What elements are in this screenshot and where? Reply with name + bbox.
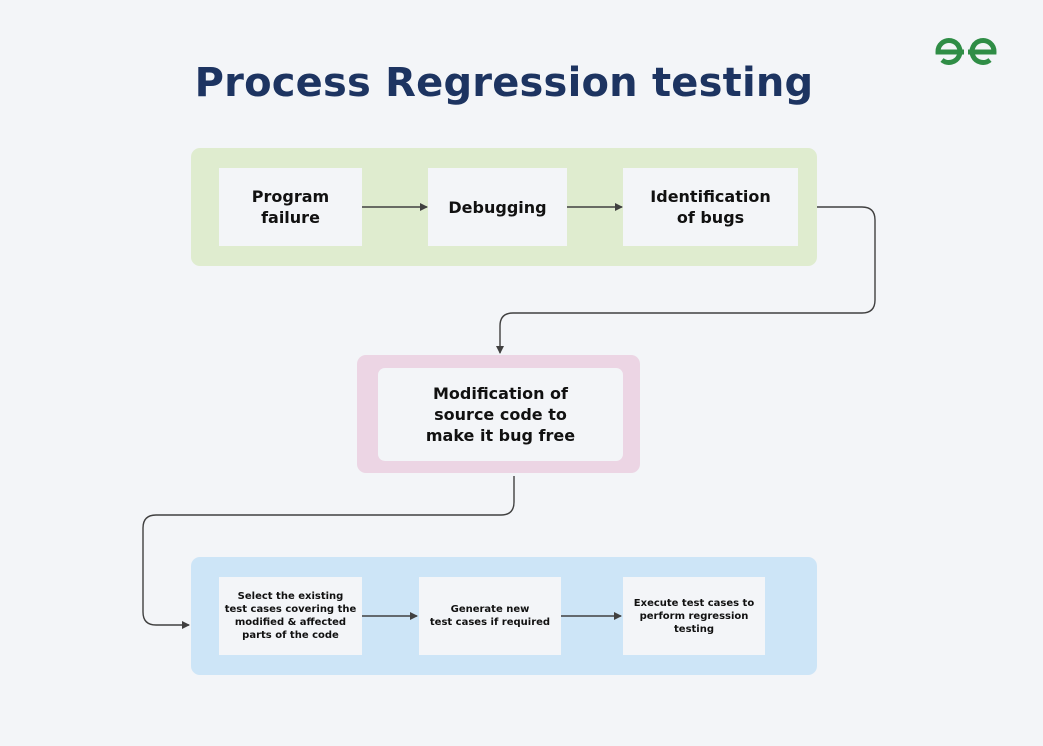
step-label: Generate new test cases if required xyxy=(429,604,551,628)
step-modification: Modification of source code to make it b… xyxy=(378,368,623,461)
step-label: Program failure xyxy=(251,187,330,227)
step-debugging: Debugging xyxy=(428,168,567,246)
step-generate-tests: Generate new test cases if required xyxy=(419,577,561,655)
step-identification-of-bugs: Identification of bugs xyxy=(623,168,798,246)
step-label: Execute test cases to perform regression… xyxy=(633,597,755,635)
step-label: Select the existing test cases covering … xyxy=(224,591,357,641)
step-program-failure: Program failure xyxy=(219,168,362,246)
step-label: Identification of bugs xyxy=(650,187,771,227)
diagram-title: Process Regression testing xyxy=(194,60,814,106)
gfg-logo-icon xyxy=(935,38,997,65)
step-execute-tests: Execute test cases to perform regression… xyxy=(623,577,765,655)
step-label: Debugging xyxy=(448,197,547,217)
step-label: Modification of source code to make it b… xyxy=(425,384,576,445)
step-select-tests: Select the existing test cases covering … xyxy=(219,577,362,655)
